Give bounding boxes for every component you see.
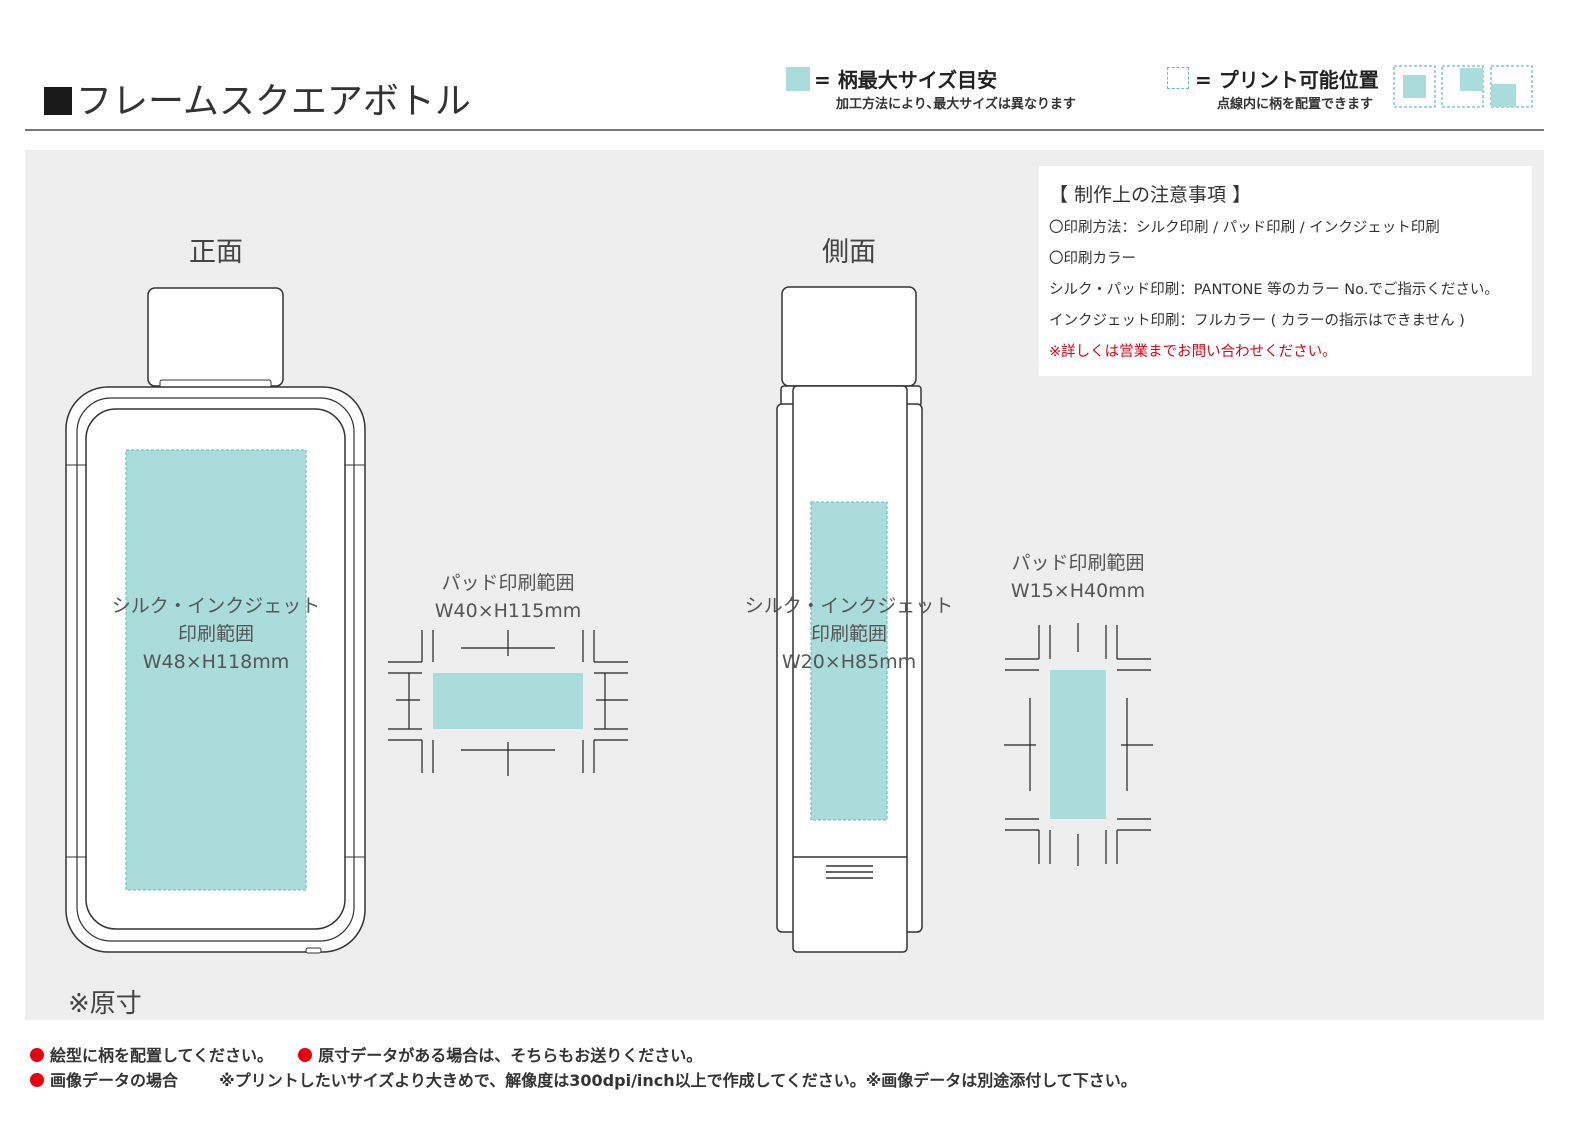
footer-item-1: 絵型に柄を配置してください。 <box>50 1046 274 1065</box>
front-view-label: 正面 <box>189 237 243 268</box>
front-pad-line-1: パッド印刷範囲 <box>441 572 575 594</box>
side-print-area-label: シルク・インクジェット 印刷範囲 W20×H85mm <box>729 592 969 676</box>
red-bullet-icon <box>30 1048 44 1062</box>
side-pad-line-1: パッド印刷範囲 <box>1011 552 1145 574</box>
footer-line-2: 画像データの場合 ※プリントしたいサイズより大きめで、解像度は300dpi/in… <box>30 1067 1137 1091</box>
notes-warning: ※詳しくは営業までお問い合わせください。 <box>1049 344 1337 360</box>
page-title: フレームスクエアボトル <box>44 72 471 124</box>
front-pad-area[interactable] <box>433 673 583 729</box>
page-title-text: フレームスクエアボトル <box>76 81 471 122</box>
print-position-examples-icon <box>1393 65 1533 108</box>
front-area-line-2: 印刷範囲 <box>177 623 254 645</box>
footer-item-2: 原寸データがある場合は、そちらもお送りください。 <box>318 1046 703 1065</box>
front-print-area-label: シルク・インクジェット 印刷範囲 W48×H118mm <box>96 592 336 676</box>
print-position-swatch <box>1167 67 1189 89</box>
production-notes-box: 【 制作上の注意事項 】 〇印刷方法：シルク印刷 / パッド印刷 / インクジェ… <box>1039 166 1532 376</box>
front-pad-label: パッド印刷範囲 W40×H115mm <box>418 569 598 625</box>
side-area-line-1: シルク・インクジェット <box>744 595 954 617</box>
square-bullet-icon <box>44 87 72 115</box>
legend-print-position-note: 点線内に柄を配置できます <box>1217 97 1374 112</box>
legend-max-size-note: 加工方法により､最大サイズは異なります <box>836 97 1076 112</box>
front-area-line-1: シルク・インクジェット <box>111 595 321 617</box>
header-divider <box>25 129 1544 131</box>
max-size-swatch <box>786 67 810 91</box>
front-pad-line-2: W40×H115mm <box>434 600 582 622</box>
notes-line-3: シルク・パッド印刷：PANTONE 等のカラー No.でご指示ください。 <box>1049 282 1499 298</box>
notes-line-2: 〇印刷カラー <box>1049 251 1136 267</box>
side-area-line-2: 印刷範囲 <box>810 623 887 645</box>
side-print-area[interactable] <box>810 501 888 821</box>
legend-print-position-label: = プリント可能位置 <box>1195 68 1379 92</box>
side-pad-print-area <box>1004 623 1153 866</box>
side-pad-line-2: W15×H40mm <box>1010 580 1146 602</box>
footer-item-3-label: 画像データの場合 <box>50 1071 179 1090</box>
side-view-label: 側面 <box>822 237 876 268</box>
footer-line-1: 絵型に柄を配置してください。 原寸データがある場合は、そちらもお送りください。 <box>30 1042 702 1066</box>
notes-line-1: 〇印刷方法：シルク印刷 / パッド印刷 / インクジェット印刷 <box>1049 220 1440 236</box>
notes-line-4: インクジェット印刷：フルカラー ( カラーの指示はできません ) <box>1049 313 1465 329</box>
side-pad-label: パッド印刷範囲 W15×H40mm <box>988 549 1168 605</box>
red-bullet-icon <box>298 1048 313 1062</box>
side-area-line-3: W20×H85mm <box>781 651 917 673</box>
legend-max-size-label: = 柄最大サイズ目安 <box>814 68 998 92</box>
front-area-line-3: W48×H118mm <box>142 651 290 673</box>
front-print-area[interactable] <box>125 449 307 891</box>
notes-title: 【 制作上の注意事項 】 <box>1049 184 1252 206</box>
footer-item-3-text: ※プリントしたいサイズより大きめで、解像度は300dpi/inch以上で作成して… <box>219 1071 1137 1090</box>
red-bullet-icon <box>30 1073 44 1087</box>
side-pad-area[interactable] <box>1050 670 1106 819</box>
scale-note: ※原寸 <box>68 989 142 1019</box>
front-pad-print-area <box>388 630 628 776</box>
